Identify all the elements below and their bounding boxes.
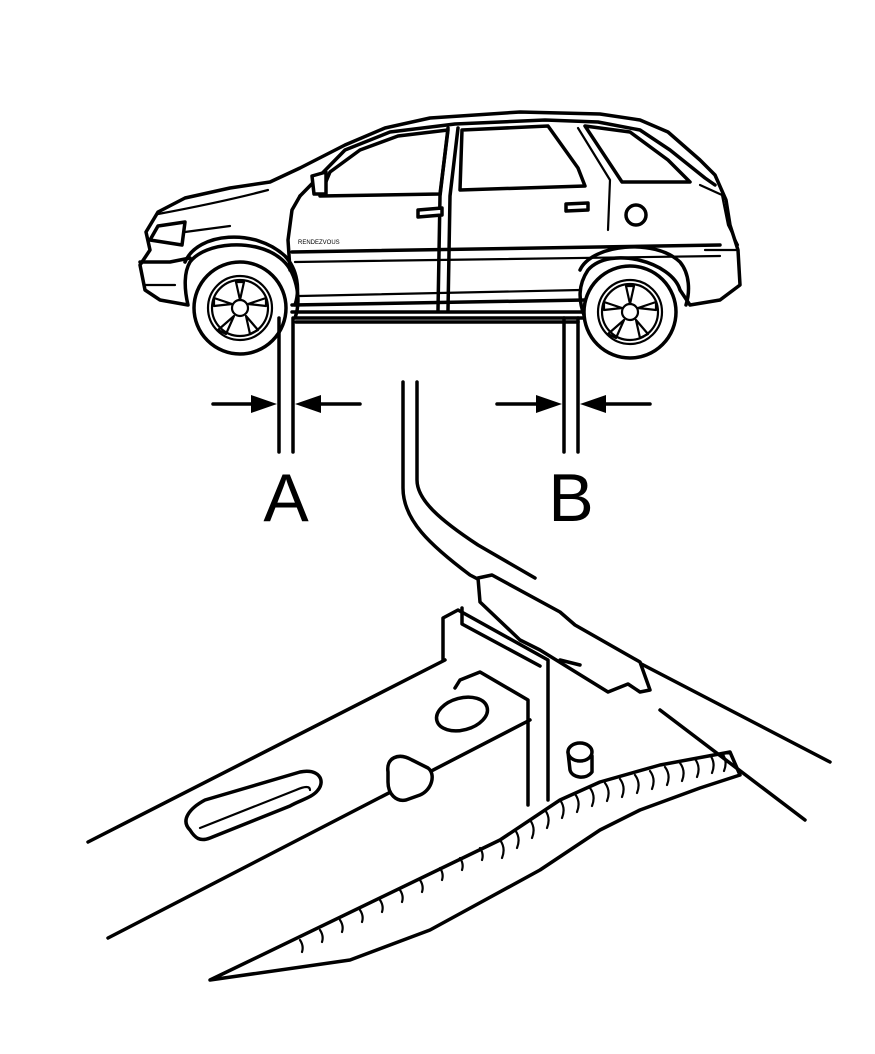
label-a: A [263, 460, 309, 536]
rear-wheel [578, 245, 691, 360]
round-hole [434, 695, 490, 733]
arrow-right-icon [211, 395, 277, 413]
slot-hole [184, 769, 323, 842]
arrow-right-icon [495, 395, 562, 413]
locator-tab [386, 754, 434, 803]
stud [566, 741, 594, 779]
vehicle-badge: RENDEZVOUS [298, 240, 340, 246]
label-b: B [548, 460, 593, 536]
front-wheel [183, 235, 300, 356]
dimension-b: B [495, 316, 652, 536]
weld-bead [298, 751, 727, 954]
arrow-left-icon [580, 395, 652, 413]
arrow-left-icon [295, 395, 362, 413]
dimension-a: A [211, 316, 362, 536]
underbody-detail [86, 380, 832, 982]
vehicle-illustration: RENDEZVOUS [138, 110, 742, 360]
